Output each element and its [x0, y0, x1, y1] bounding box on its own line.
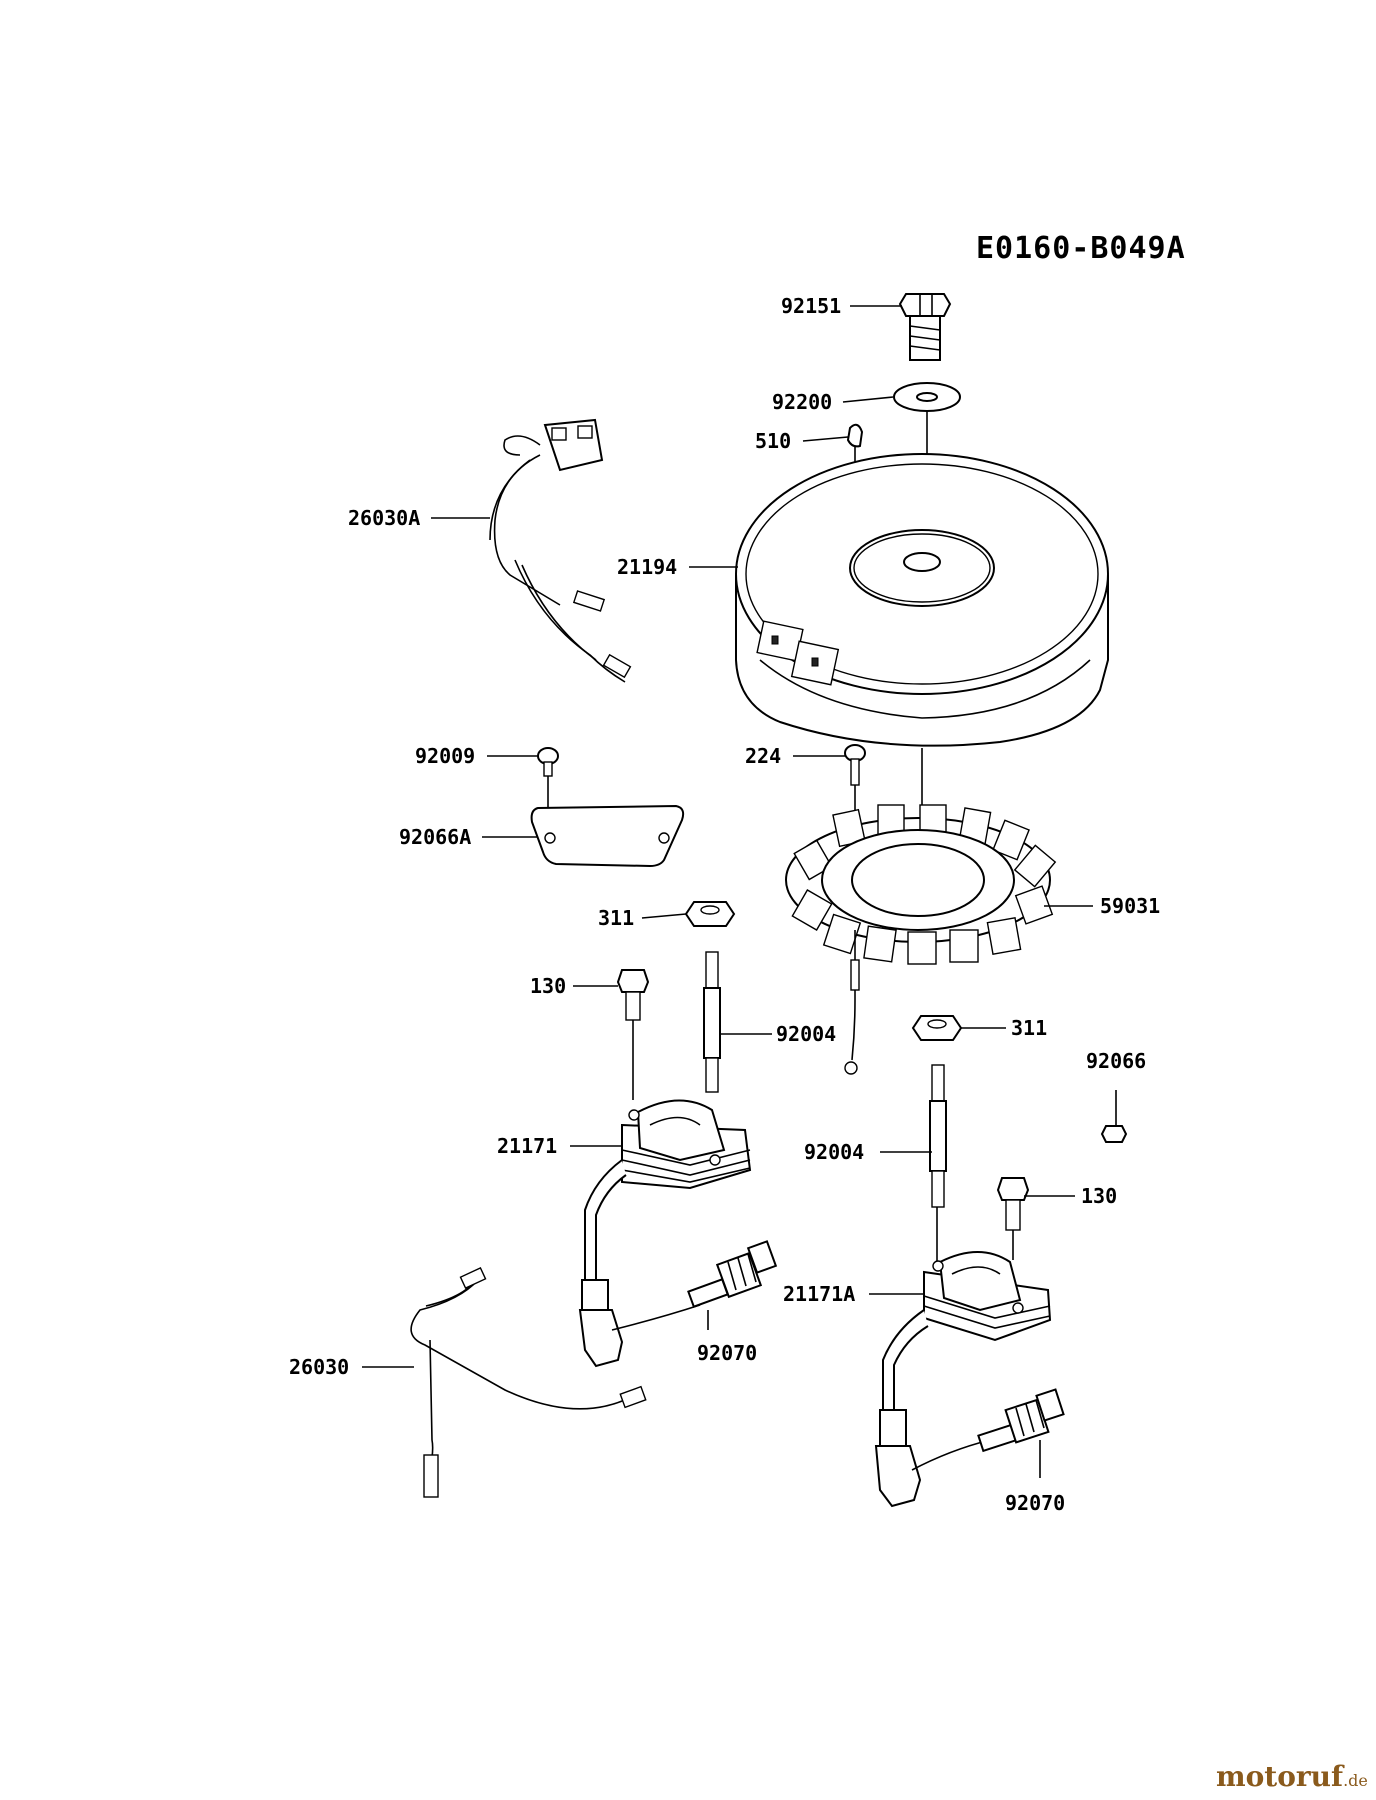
nut-311-b[interactable]	[911, 1015, 963, 1041]
label-21194: 21194	[617, 555, 677, 579]
screw-224[interactable]	[844, 744, 866, 786]
watermark-suffix: .de	[1343, 1771, 1368, 1790]
label-92004-a: 92004	[776, 1022, 836, 1046]
label-92009: 92009	[415, 744, 475, 768]
plug-92066[interactable]	[1100, 1125, 1128, 1143]
label-26030: 26030	[289, 1355, 349, 1379]
spark-plug-92070-b[interactable]	[977, 1388, 1065, 1453]
flywheel-21194[interactable]	[735, 453, 1109, 747]
key-510[interactable]	[846, 423, 864, 448]
washer-92200[interactable]	[893, 382, 961, 412]
label-92066A: 92066A	[399, 825, 471, 849]
stator-59031[interactable]	[785, 804, 1057, 1000]
bolt-92151[interactable]	[898, 293, 952, 361]
label-311-a: 311	[598, 906, 634, 930]
ignition-coil-21171A[interactable]	[874, 1251, 1052, 1508]
label-21171A: 21171A	[783, 1282, 855, 1306]
label-510: 510	[755, 429, 791, 453]
stud-92004-a[interactable]	[703, 951, 721, 1093]
label-224: 224	[745, 744, 781, 768]
label-92151: 92151	[781, 294, 841, 318]
stud-92004-b[interactable]	[929, 1064, 947, 1208]
watermark-brand: motoruf	[1216, 1760, 1345, 1793]
plate-92066A[interactable]	[530, 804, 685, 868]
label-130-b: 130	[1081, 1184, 1117, 1208]
label-92200: 92200	[772, 390, 832, 414]
nut-311-a[interactable]	[684, 901, 736, 927]
label-92004-b: 92004	[804, 1140, 864, 1164]
label-26030A: 26030A	[348, 506, 420, 530]
screw-92009[interactable]	[537, 747, 559, 777]
label-92066: 92066	[1086, 1049, 1146, 1073]
lead-wire-switch-26030A[interactable]	[489, 418, 632, 683]
bolt-130-b[interactable]	[996, 1177, 1030, 1231]
label-21171: 21171	[497, 1134, 557, 1158]
bolt-130-a[interactable]	[616, 969, 650, 1021]
label-130-a: 130	[530, 974, 566, 998]
diagram-code: E0160-B049A	[976, 231, 1186, 266]
lead-wire-26030[interactable]	[410, 1266, 647, 1498]
label-92070-a: 92070	[697, 1341, 757, 1365]
watermark: motoruf.de	[1216, 1760, 1368, 1793]
label-92070-b: 92070	[1005, 1491, 1065, 1515]
label-311-b: 311	[1011, 1016, 1047, 1040]
label-59031: 59031	[1100, 894, 1160, 918]
spark-plug-92070-a[interactable]	[687, 1240, 778, 1308]
ignition-coil-21171[interactable]	[578, 1099, 752, 1368]
